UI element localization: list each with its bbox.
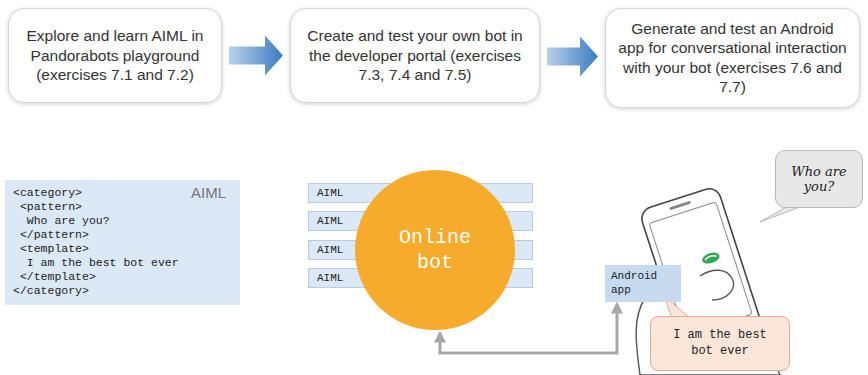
thumb [700, 270, 734, 300]
step-box: Generate and test an Android app for con… [605, 8, 860, 108]
speech-bubble: I am the best bot ever [650, 316, 790, 371]
node-label: Explore and learn AIML in Pandorabots pl… [21, 26, 209, 84]
flow-arrow [547, 37, 598, 77]
node-label: Who are you? [782, 164, 856, 194]
step-box: Create and test your own bot in the deve… [290, 8, 540, 103]
code-line: <template> [13, 242, 232, 256]
code-line: </template> [13, 270, 232, 284]
bot-circle: Online bot [355, 170, 515, 330]
flow-arrow [229, 36, 283, 76]
code-line: <pattern> [13, 200, 232, 214]
node-label: Online bot [375, 225, 495, 275]
app-box: Android app [605, 265, 681, 302]
node-label: Create and test your own bot in the deve… [303, 26, 527, 84]
speech-bubble: Who are you? [775, 150, 863, 208]
step-box: Explore and learn AIML in Pandorabots pl… [8, 8, 222, 103]
node-label: I am the best bot ever [659, 328, 781, 359]
code-line: I am the best bot ever [13, 256, 232, 270]
panel-label: AIML [191, 186, 226, 200]
code-block: <category> <pattern> Who are you? </patt… [13, 186, 232, 298]
node-label: Android app [611, 269, 675, 298]
code-line: </category> [13, 284, 232, 298]
code-line: </pattern> [13, 228, 232, 242]
code-line: Who are you? [13, 214, 232, 228]
node-label: Generate and test an Android app for con… [618, 19, 847, 97]
code-panel: <category> <pattern> Who are you? </patt… [5, 180, 240, 305]
